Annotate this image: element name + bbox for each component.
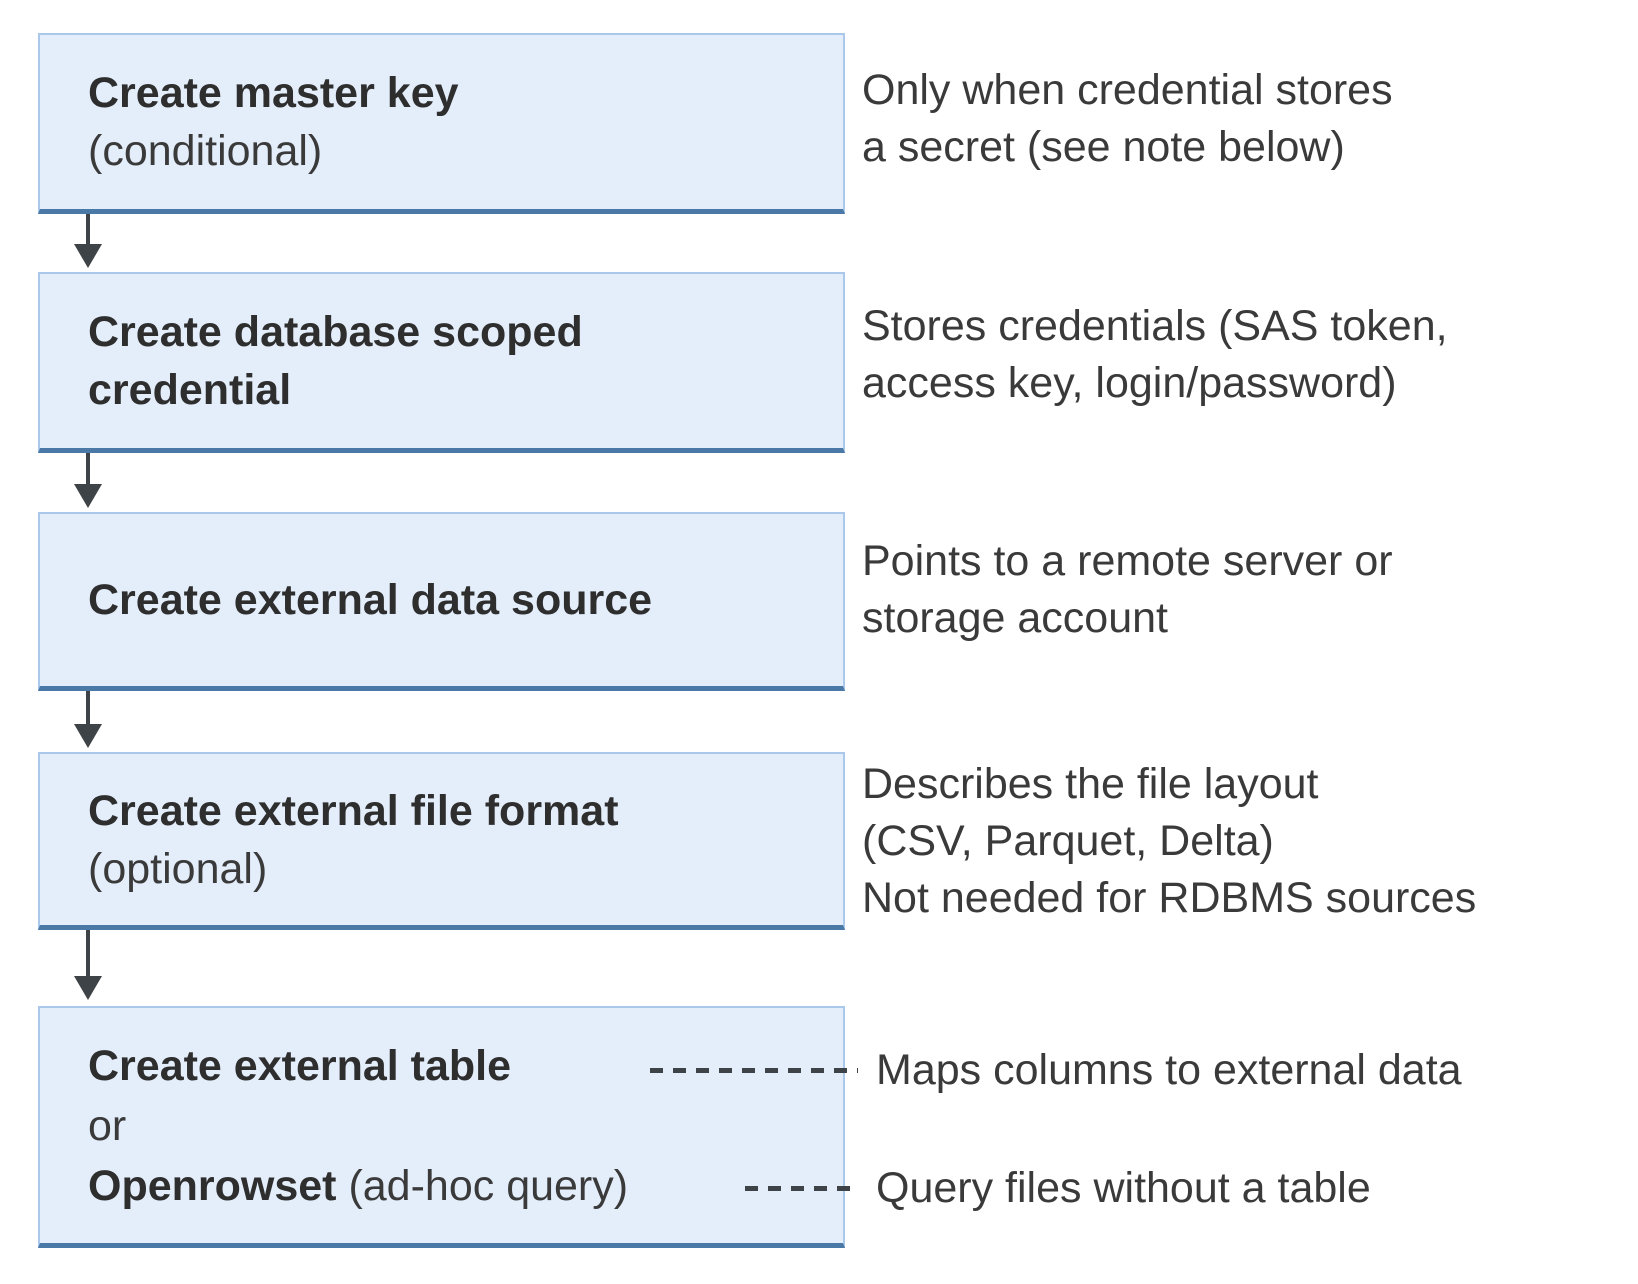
arrow-stem (86, 214, 90, 244)
arrow-head (74, 724, 102, 748)
description-line: Query files without a table (876, 1164, 1371, 1212)
step-title-line1: Create database scoped (88, 308, 583, 356)
description-line: Maps columns to external data (876, 1046, 1462, 1094)
step-qualifier: (conditional) (88, 127, 323, 175)
step-title: Openrowset (88, 1161, 337, 1210)
arrow-head (74, 244, 102, 268)
step-title-line2: credential (88, 366, 292, 414)
step-box-create-external-data-source: Create external data source (38, 512, 845, 691)
description-line: Not needed for RDBMS sources (862, 874, 1477, 922)
arrow-stem (86, 930, 90, 976)
arrow-head (74, 976, 102, 1000)
step-title: Create external data source (88, 576, 653, 624)
description-data-source: Points to a remote server or storage acc… (862, 533, 1393, 647)
step-box-create-external-table-or-openrowset: Create external table or Openrowset (ad-… (38, 1006, 845, 1248)
step-row-create-external-table: Create external table (88, 1036, 843, 1096)
description-line: (CSV, Parquet, Delta) (862, 817, 1274, 865)
description-scoped-credential: Stores credentials (SAS token, access ke… (862, 298, 1448, 412)
step-row-or: or (88, 1101, 127, 1150)
arrow-down-icon (74, 214, 102, 268)
description-openrowset: Query files without a table (876, 1160, 1371, 1217)
step-row-openrowset: Openrowset (ad-hoc query) (88, 1156, 843, 1216)
description-master-key: Only when credential stores a secret (se… (862, 62, 1393, 176)
description-line: access key, login/password) (862, 359, 1397, 407)
dashed-connector-openrowset (745, 1186, 858, 1191)
step-title: Create master key (88, 69, 459, 117)
description-line: Points to a remote server or (862, 537, 1393, 585)
description-line: Describes the file layout (862, 760, 1319, 808)
description-line: storage account (862, 594, 1168, 642)
description-line: a secret (see note below) (862, 123, 1345, 171)
step-qualifier: (optional) (88, 844, 268, 893)
description-line: Only when credential stores (862, 66, 1393, 114)
arrow-stem (86, 453, 90, 484)
arrow-down-icon (74, 930, 102, 1000)
arrow-down-icon (74, 691, 102, 748)
step-title: Create external file format (88, 786, 619, 835)
dashed-connector-external-table (650, 1068, 858, 1073)
description-file-format: Describes the file layout (CSV, Parquet,… (862, 756, 1476, 927)
arrow-down-icon (74, 453, 102, 508)
description-external-table: Maps columns to external data (876, 1042, 1462, 1099)
arrow-head (74, 484, 102, 508)
description-line: Stores credentials (SAS token, (862, 302, 1448, 350)
step-box-create-database-scoped-credential: Create database scoped credential (38, 272, 845, 453)
step-title: Create external table (88, 1041, 512, 1090)
step-qualifier: (ad-hoc query) (336, 1161, 629, 1210)
arrow-stem (86, 691, 90, 724)
step-box-create-master-key: Create master key (conditional) (38, 33, 845, 214)
step-box-create-external-file-format: Create external file format (optional) (38, 752, 845, 930)
